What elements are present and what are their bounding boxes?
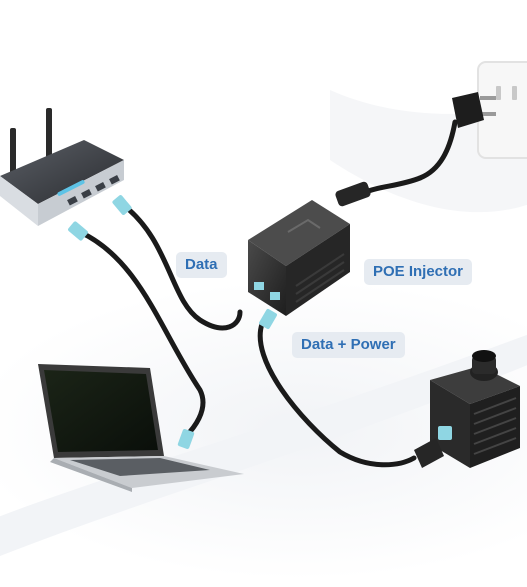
injector-rj45-connector bbox=[259, 308, 277, 330]
router-laptop-cable bbox=[77, 229, 206, 439]
power-plug-icon bbox=[417, 92, 496, 181]
data-label: Data bbox=[176, 252, 227, 278]
router-data-cable bbox=[119, 201, 243, 331]
data-power-label: Data + Power bbox=[292, 332, 405, 358]
camera-icon bbox=[414, 350, 520, 468]
wall-outlet-icon bbox=[477, 61, 527, 159]
laptop-icon bbox=[38, 364, 244, 492]
router-icon bbox=[0, 108, 124, 226]
router-rj45-connector-2 bbox=[68, 221, 88, 241]
laptop-rj45-connector bbox=[177, 429, 195, 449]
router-rj45-connector bbox=[112, 195, 132, 215]
power-connector bbox=[335, 181, 371, 207]
data-power-cable bbox=[257, 321, 417, 468]
poe-injector-label: POE Injector bbox=[364, 259, 473, 285]
poe-injector-icon bbox=[248, 200, 350, 316]
